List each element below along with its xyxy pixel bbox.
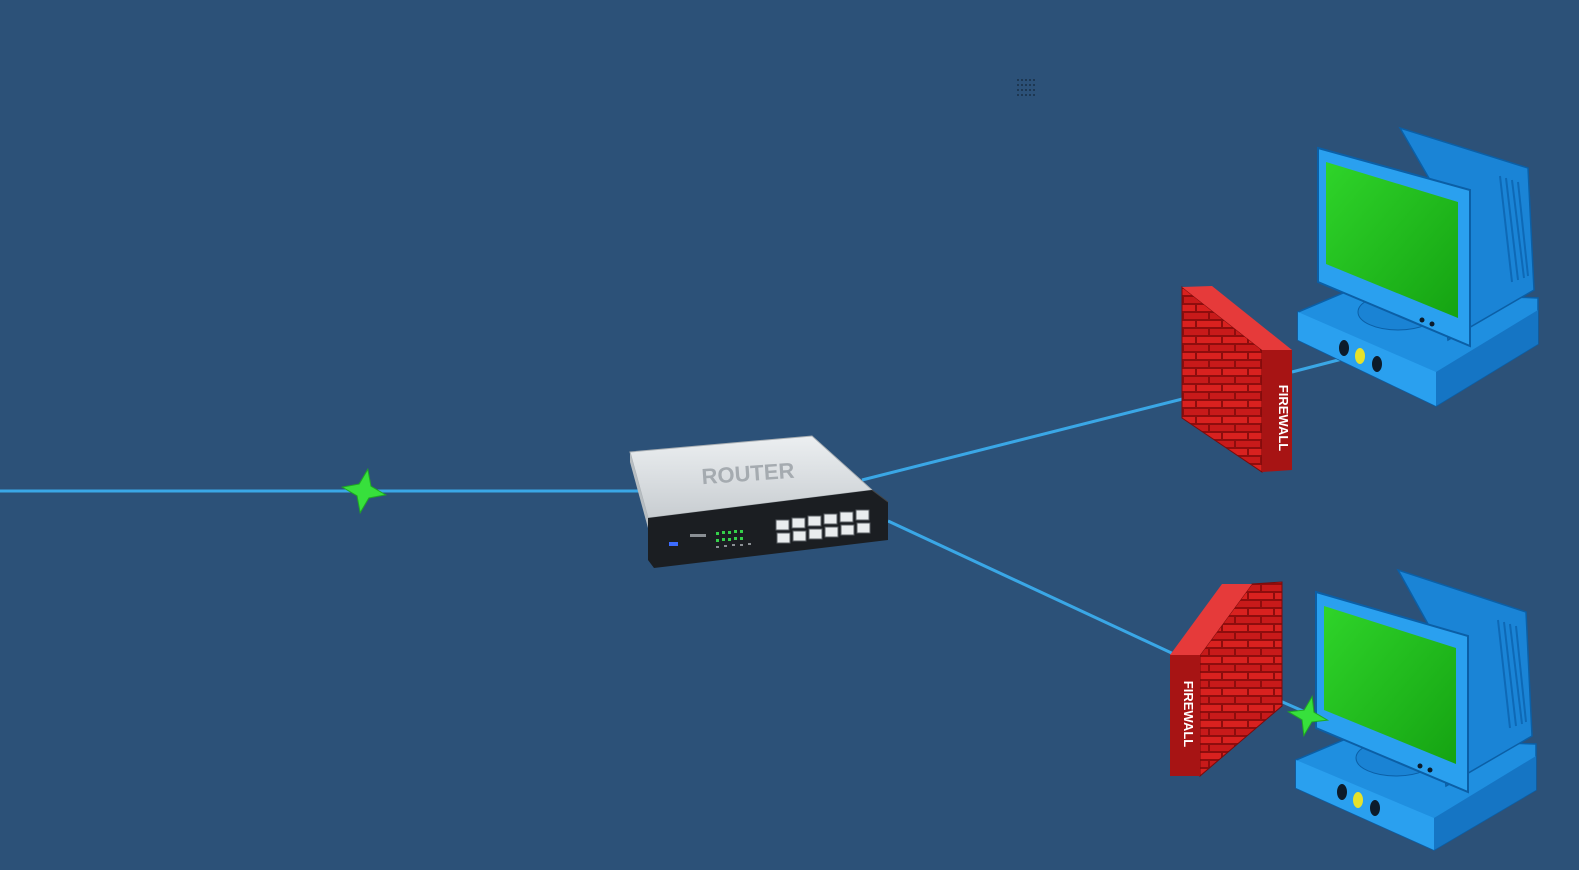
- firewall-upper-label: FIREWALL: [1276, 385, 1291, 451]
- sparkle-star-icon: [1286, 694, 1330, 738]
- router: ROUTER: [629, 435, 889, 568]
- firewall-upper: FIREWALL: [1181, 285, 1292, 473]
- computer-lower: [1295, 568, 1537, 851]
- desktop-computer-icon: [1295, 568, 1537, 851]
- signal-sparkle-lower: [1286, 694, 1330, 738]
- firewall-lower: FIREWALL: [1170, 581, 1283, 778]
- router-ports: [775, 509, 871, 544]
- cable-router-to-lower-firewall: [887, 519, 1179, 658]
- brick-wall-icon: [1170, 581, 1283, 778]
- router-icon: [629, 435, 889, 568]
- brick-wall-icon: [1181, 285, 1292, 473]
- dot-grid-icon: [1017, 79, 1035, 96]
- computer-upper: [1297, 126, 1539, 407]
- cable-upper-firewall-to-computer: [1291, 356, 1347, 374]
- sparkle-star-icon: [340, 467, 388, 515]
- desktop-computer-icon: [1297, 126, 1539, 407]
- cable-router-to-upper-firewall: [861, 387, 1223, 482]
- firewall-lower-label: FIREWALL: [1181, 681, 1196, 747]
- signal-sparkle-incoming: [340, 467, 388, 515]
